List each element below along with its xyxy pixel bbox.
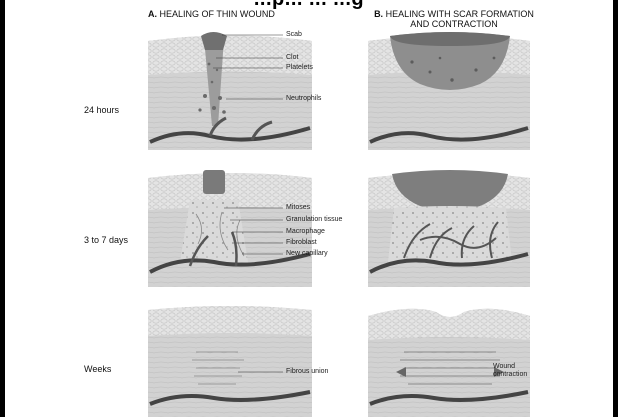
panel-b-title-line1: HEALING WITH SCAR FORMATION	[386, 9, 534, 19]
label-scab: Scab	[286, 31, 302, 39]
label-fibroblast: Fibroblast	[286, 239, 317, 247]
label-fibrous-union: Fibrous union	[286, 368, 328, 376]
label-macrophage: Macrophage	[286, 228, 325, 236]
label-contraction: contraction	[493, 371, 527, 379]
panel-b-heading: B. HEALING WITH SCAR FORMATION AND CONTR…	[366, 9, 542, 29]
label-mitoses: Mitoses	[286, 204, 310, 212]
panel-a-heading: A. HEALING OF THIN WOUND	[148, 9, 275, 19]
row-label-3to7: 3 to 7 days	[84, 235, 128, 245]
label-clot: Clot	[286, 54, 298, 62]
panel-b-letter: B.	[374, 9, 383, 19]
label-granulation-tissue: Granulation tissue	[286, 216, 342, 224]
a-weeks-tissue	[148, 306, 312, 417]
label-new-capillary: New capillary	[286, 250, 328, 258]
label-platelets: Platelets	[286, 64, 313, 72]
panel-b-title-line2: AND CONTRACTION	[366, 19, 542, 29]
b-24h-tissue	[368, 32, 530, 150]
label-wound: Wound	[493, 363, 527, 371]
panel-a-title: HEALING OF THIN WOUND	[160, 9, 275, 19]
row-label-24h: 24 hours	[84, 105, 119, 115]
panel-a-letter: A.	[148, 9, 157, 19]
label-neutrophils: Neutrophils	[286, 95, 321, 103]
b-3to7-tissue	[368, 170, 530, 287]
row-label-weeks: Weeks	[84, 364, 111, 374]
a-24h-tissue	[148, 32, 312, 150]
label-wound-contraction: Wound contraction	[493, 363, 527, 379]
